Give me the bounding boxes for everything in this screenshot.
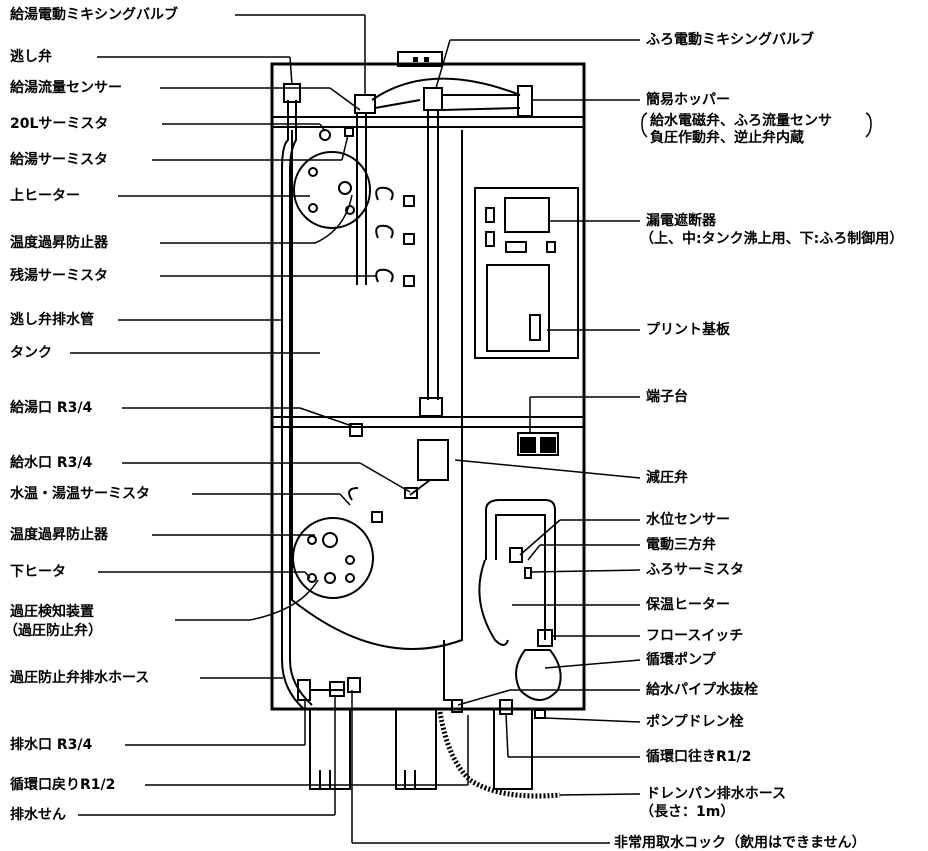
label-relief-drain-pipe: 逃し弁排水管 xyxy=(10,312,94,328)
lower-heater-flange xyxy=(292,517,374,599)
relief-drain-pipe xyxy=(281,100,306,711)
drain-hose xyxy=(437,711,561,799)
label-bath-mixing-valve: ふろ電動ミキシングバルブ xyxy=(646,32,814,48)
label-overheat-protector-lower: 温度過昇防止器 xyxy=(10,527,108,543)
label-overpressure-detector: 過圧検知装置 xyxy=(10,604,94,620)
reducing-valve xyxy=(417,439,449,481)
label-upper-heater: 上ヒーター xyxy=(10,188,80,204)
label-hot-outlet: 給湯口 R3/4 xyxy=(10,400,93,416)
top-handle xyxy=(397,51,443,67)
hot-mixing-valve xyxy=(354,94,376,114)
label-circulation-outgoing: 循環口往きR1/2 xyxy=(646,749,752,765)
flow-switch xyxy=(537,629,553,647)
label-overpressure-drain-hose: 過圧防止弁排水ホース xyxy=(10,670,150,686)
label-three-way-valve: 電動三方弁 xyxy=(646,537,716,553)
label-terminal-block: 端子台 xyxy=(646,389,688,405)
label-print-board: プリント基板 xyxy=(646,322,730,338)
label-lower-heater: 下ヒータ xyxy=(10,564,66,580)
label-circulation-pump: 循環ポンプ xyxy=(646,652,716,668)
label-hot-thermistor: 給湯サーミスタ xyxy=(10,152,108,168)
control-panel xyxy=(474,187,579,359)
label-earth-leakage-breaker: 漏電遮断器 xyxy=(646,213,716,229)
label-drain-plug: 排水せん xyxy=(10,807,66,823)
label-hot-mixing-valve: 給湯電動ミキシングバルブ xyxy=(10,7,178,23)
label-breaker-detail: （上、中:タンク沸上用、下:ふろ制御用） xyxy=(640,231,904,247)
label-keep-warm-heater: 保温ヒーター xyxy=(646,597,730,613)
label-water-pipe-drain-plug: 給水パイプ水抜栓 xyxy=(646,682,758,698)
upper-heater-flange xyxy=(293,151,371,229)
label-hot-flow-sensor: 給湯流量センサー xyxy=(10,80,122,96)
breaker xyxy=(504,197,550,233)
label-circulation-return: 循環口戻りR1/2 xyxy=(10,777,116,793)
label-tank: タンク xyxy=(10,345,52,361)
label-20l-thermistor: 20Lサーミスタ xyxy=(10,116,109,132)
bath-mixing-valve xyxy=(423,87,443,111)
label-residual-thermistor: 残湯サーミスタ xyxy=(10,268,108,284)
label-hose-length: （長さ：1m） xyxy=(640,804,735,820)
label-drain-pan-hose: ドレンパン排水ホース xyxy=(646,786,786,802)
label-overpressure-valve: （過圧防止弁） xyxy=(4,623,102,639)
print-board xyxy=(486,264,550,352)
label-relief-valve: 逃し弁 xyxy=(10,49,52,65)
water-level-sensor xyxy=(509,547,523,563)
tank-outline xyxy=(291,130,463,650)
label-hopper-detail-2: 負圧作動弁、逆止弁内蔵 xyxy=(650,130,804,146)
label-hopper-detail-1: 給水電磁弁、ふろ流量センサ xyxy=(650,113,832,129)
label-drain-port: 排水口 R3/4 xyxy=(10,737,93,753)
label-flow-switch: フロースイッチ xyxy=(646,628,744,644)
label-water-level-sensor: 水位センサー xyxy=(646,512,730,528)
terminal-block xyxy=(517,432,559,456)
label-water-inlet: 給水口 R3/4 xyxy=(10,455,93,471)
label-overheat-protector-upper: 温度過昇防止器 xyxy=(10,235,108,251)
label-hopper: 簡易ホッパー xyxy=(646,92,730,108)
label-water-temp-thermistor: 水温・湯温サーミスタ xyxy=(10,486,150,502)
hopper xyxy=(517,85,533,117)
label-reducing-valve: 減圧弁 xyxy=(646,470,688,486)
label-emergency-tap: 非常用取水コック（飲用はできません） xyxy=(614,835,866,851)
label-pump-drain-plug: ポンプドレン栓 xyxy=(646,714,744,730)
label-bath-thermistor: ふろサーミスタ xyxy=(646,562,744,578)
